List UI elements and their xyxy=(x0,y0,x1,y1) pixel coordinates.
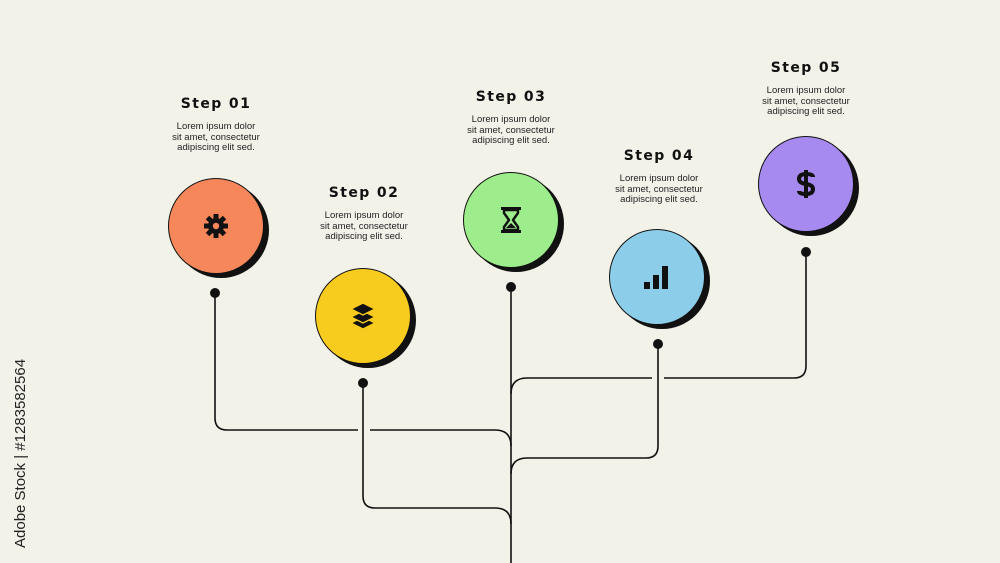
step-01-circle xyxy=(168,178,264,274)
layers-icon xyxy=(349,301,377,331)
step-description: Lorem ipsum dolor sit amet, consectetur … xyxy=(172,121,260,153)
step-02-text: Step 02 Lorem ipsum dolor sit amet, cons… xyxy=(264,185,464,243)
step-title: Step 01 xyxy=(180,96,252,112)
step-04-circle xyxy=(609,229,705,325)
dollar-icon xyxy=(795,169,817,199)
step-description: Lorem ipsum dolor sit amet, consectetur … xyxy=(762,85,850,117)
step-02-circle xyxy=(315,268,411,364)
step-description: Lorem ipsum dolor sit amet, consectetur … xyxy=(467,114,555,146)
step-description: Lorem ipsum dolor sit amet, consectetur … xyxy=(615,173,703,205)
connector-dot xyxy=(506,282,516,292)
connector-dot xyxy=(801,247,811,257)
step-title: Step 03 xyxy=(475,89,547,105)
branch-step-04 xyxy=(510,344,659,475)
step-05-circle xyxy=(758,136,854,232)
step-03-circle xyxy=(463,172,559,268)
connector-dot xyxy=(653,339,663,349)
bar-chart-icon xyxy=(643,264,671,290)
step-05-text: Step 05 Lorem ipsum dolor sit amet, cons… xyxy=(706,60,906,118)
step-title: Step 05 xyxy=(770,60,842,76)
step-04-text: Step 04 Lorem ipsum dolor sit amet, cons… xyxy=(559,148,759,206)
step-title: Step 04 xyxy=(623,148,695,164)
branch-step-02 xyxy=(362,383,512,525)
connector-dot xyxy=(210,288,220,298)
step-title: Step 02 xyxy=(328,185,400,201)
branch-step-01 xyxy=(214,293,512,447)
hourglass-icon xyxy=(499,206,523,234)
connector-dot xyxy=(358,378,368,388)
watermark-side-text: Adobe Stock | #1283582564 xyxy=(12,358,29,548)
step-03-text: Step 03 Lorem ipsum dolor sit amet, cons… xyxy=(411,89,611,147)
gear-icon xyxy=(202,212,230,240)
step-description: Lorem ipsum dolor sit amet, consectetur … xyxy=(320,210,408,242)
branch-step-05 xyxy=(510,252,807,395)
step-01-text: Step 01 Lorem ipsum dolor sit amet, cons… xyxy=(116,96,316,154)
